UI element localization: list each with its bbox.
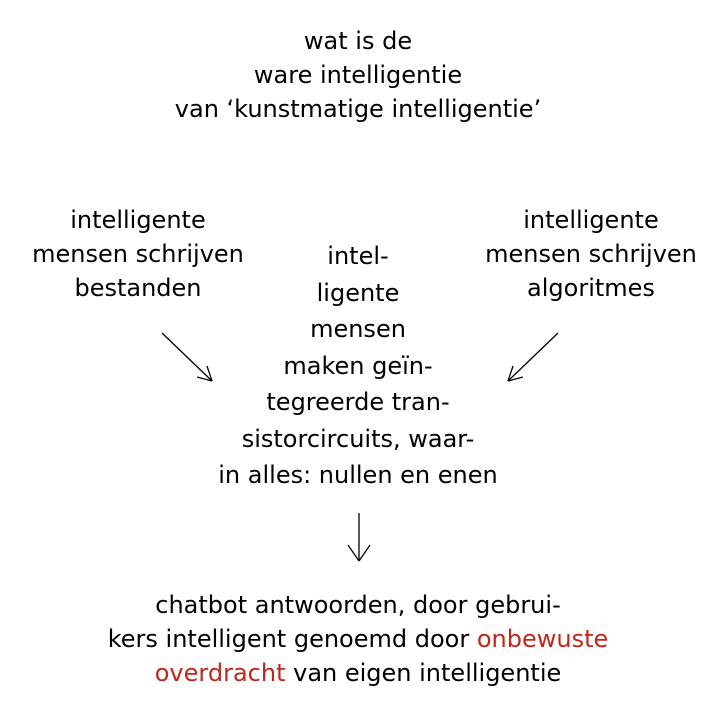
- title-line-3: van ‘kunstmatige intelligentie’: [174, 95, 542, 123]
- highlight-unconscious: onbewuste: [476, 625, 609, 653]
- bottom-node-line-2: kers intelligent genoemd door onbewuste: [0, 622, 716, 656]
- bottom-node-line-3: overdracht van eigen intelligentie: [0, 656, 716, 690]
- right-node-line-3: algoritmes: [527, 274, 655, 302]
- arrow-center-to-bottom: [347, 513, 371, 562]
- center-node-line-6: sistorcircuits, waar-: [241, 424, 475, 453]
- right-node-line-2: mensen schrijven: [485, 240, 697, 268]
- left-node-line-3: bestanden: [74, 274, 202, 302]
- arrow-left-to-center: [161, 332, 213, 382]
- highlight-transference: overdracht: [154, 659, 286, 687]
- title-line-2: ware intelligentie: [253, 61, 463, 89]
- title-line-1: wat is de: [303, 27, 413, 55]
- center-node-line-4: maken geïn-: [283, 351, 433, 380]
- left-node-line-2: mensen schrijven: [32, 240, 244, 268]
- center-node-line-1: intel-: [327, 242, 389, 270]
- center-node-line-7: in alles: nullen en enen: [218, 461, 498, 489]
- center-node-line-5: tegreerde tran-: [266, 388, 450, 416]
- bottom-line-3-text: van eigen intelligentie: [285, 659, 562, 687]
- bottom-node-line-1: chatbot antwoorden, door gebrui-: [155, 591, 561, 619]
- diagram-title: wat is de ware intelligentie van ‘kunstm…: [0, 24, 716, 126]
- bottom-line-2-text: kers intelligent genoemd door: [107, 625, 477, 653]
- right-node-line-1: intelligente: [523, 206, 659, 234]
- bottom-node-chatbot: chatbot antwoorden, door gebrui- kers in…: [0, 588, 716, 690]
- left-node-files: intelligente mensen schrijven bestanden: [0, 203, 276, 305]
- right-node-algorithms: intelligente mensen schrijven algoritmes: [466, 203, 716, 305]
- center-node-line-3: mensen: [310, 315, 406, 343]
- center-node-circuits: intel- ligente mensen maken geïn- tegree…: [176, 238, 540, 494]
- left-node-line-1: intelligente: [70, 206, 206, 234]
- arrow-right-to-center: [507, 332, 559, 382]
- center-node-line-2: ligente: [316, 278, 400, 307]
